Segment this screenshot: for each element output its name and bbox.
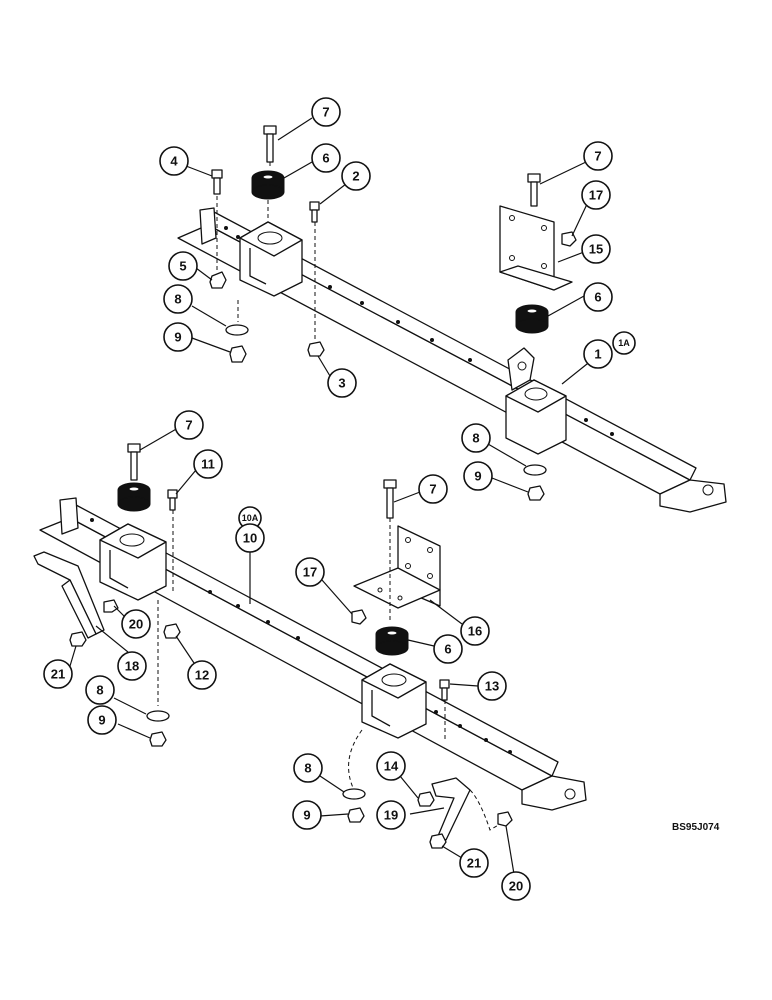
callout-5: 5 (168, 251, 198, 281)
callout-4: 4 (159, 146, 189, 176)
svg-text:1: 1 (594, 347, 601, 362)
callout-10: 10 (235, 523, 265, 553)
callout-11: 11 (193, 449, 223, 479)
callout-20-left: 20 (121, 609, 151, 639)
lower-frame-assembly (33, 443, 587, 849)
svg-text:10: 10 (243, 531, 257, 546)
callout-20-lower: 20 (501, 871, 531, 901)
svg-text:14: 14 (384, 759, 399, 774)
svg-text:6: 6 (444, 642, 451, 657)
callout-19: 19 (376, 800, 406, 830)
callout-7-lower-left: 7 (174, 410, 204, 440)
svg-text:8: 8 (304, 761, 311, 776)
svg-text:3: 3 (338, 376, 345, 391)
svg-text:12: 12 (195, 668, 209, 683)
callout-8-lower-left: 8 (85, 675, 115, 705)
callout-7-upper-left: 7 (311, 97, 341, 127)
plate-15 (499, 205, 573, 291)
svg-text:7: 7 (185, 418, 192, 433)
leader-lines (69, 117, 593, 875)
callout-2: 2 (341, 161, 371, 191)
drawing-code: BS95J074 (672, 822, 720, 833)
callout-21-left: 21 (43, 659, 73, 689)
svg-text:21: 21 (467, 856, 481, 871)
svg-text:19: 19 (384, 808, 398, 823)
svg-text:16: 16 (468, 624, 482, 639)
svg-text:8: 8 (96, 683, 103, 698)
svg-text:9: 9 (174, 330, 181, 345)
svg-text:5: 5 (179, 259, 186, 274)
svg-text:1A: 1A (618, 338, 630, 348)
upper-end-tab-hole (702, 484, 714, 496)
svg-text:21: 21 (51, 667, 65, 682)
bracket-16 (353, 525, 441, 609)
bracket-18 (33, 551, 105, 639)
svg-text:13: 13 (485, 679, 499, 694)
callout-3: 3 (327, 368, 357, 398)
svg-text:9: 9 (303, 808, 310, 823)
svg-text:11: 11 (201, 457, 215, 472)
svg-text:10A: 10A (242, 513, 259, 523)
svg-text:2: 2 (352, 169, 359, 184)
lower-left-mount-bracket (99, 523, 167, 601)
callout-6-lower: 6 (433, 634, 463, 664)
svg-text:7: 7 (429, 482, 436, 497)
callouts: 7 4 6 2 7 17 15 5 8 6 9 3 1 1A 8 9 7 11 … (43, 97, 636, 901)
lower-channel-end-flange (59, 497, 79, 535)
callout-7-upper-right: 7 (583, 141, 613, 171)
upper-channel-holes (224, 226, 614, 436)
svg-text:15: 15 (589, 242, 603, 257)
callout-13: 13 (477, 671, 507, 701)
callout-6-upper-right: 6 (583, 282, 613, 312)
callout-9-upper-left: 9 (163, 322, 193, 352)
callout-8-upper-right: 8 (461, 423, 491, 453)
svg-text:20: 20 (509, 879, 523, 894)
upper-frame-assembly (177, 125, 727, 513)
callout-14: 14 (376, 751, 406, 781)
callout-12: 12 (187, 660, 217, 690)
svg-text:20: 20 (129, 617, 143, 632)
svg-text:8: 8 (174, 292, 181, 307)
svg-text:7: 7 (594, 149, 601, 164)
svg-text:17: 17 (589, 188, 603, 203)
lower-hardware (69, 443, 513, 849)
callout-1: 1 (583, 339, 613, 369)
lower-end-tab (521, 775, 587, 811)
upper-left-mount-bracket (239, 221, 303, 297)
svg-text:7: 7 (322, 105, 329, 120)
callout-16: 16 (460, 616, 490, 646)
svg-text:17: 17 (303, 565, 317, 580)
callout-8-lower: 8 (293, 753, 323, 783)
svg-text:6: 6 (322, 151, 329, 166)
callout-8-upper-left: 8 (163, 284, 193, 314)
callout-17-upper: 17 (581, 180, 611, 210)
lower-channel-holes (90, 518, 512, 754)
lower-end-tab-hole (564, 788, 576, 800)
callout-1A: 1A (612, 331, 636, 355)
callout-18: 18 (117, 651, 147, 681)
upper-right-mount-bracket (505, 347, 567, 455)
lower-right-mount-bracket (361, 663, 427, 739)
callout-15: 15 (581, 234, 611, 264)
callout-6-upper-left: 6 (311, 143, 341, 173)
callout-17-lower: 17 (295, 557, 325, 587)
svg-text:9: 9 (474, 469, 481, 484)
svg-text:8: 8 (472, 431, 479, 446)
callout-7-lower-right: 7 (418, 474, 448, 504)
svg-text:6: 6 (594, 290, 601, 305)
svg-text:9: 9 (98, 713, 105, 728)
upper-channel-end-flange (199, 207, 217, 245)
callout-9-upper-right: 9 (463, 461, 493, 491)
svg-text:18: 18 (125, 659, 139, 674)
upper-hardware (209, 125, 577, 501)
callout-21-lower: 21 (459, 848, 489, 878)
callout-9-lower: 9 (292, 800, 322, 830)
callout-9-lower-left: 9 (87, 705, 117, 735)
svg-text:4: 4 (170, 154, 178, 169)
